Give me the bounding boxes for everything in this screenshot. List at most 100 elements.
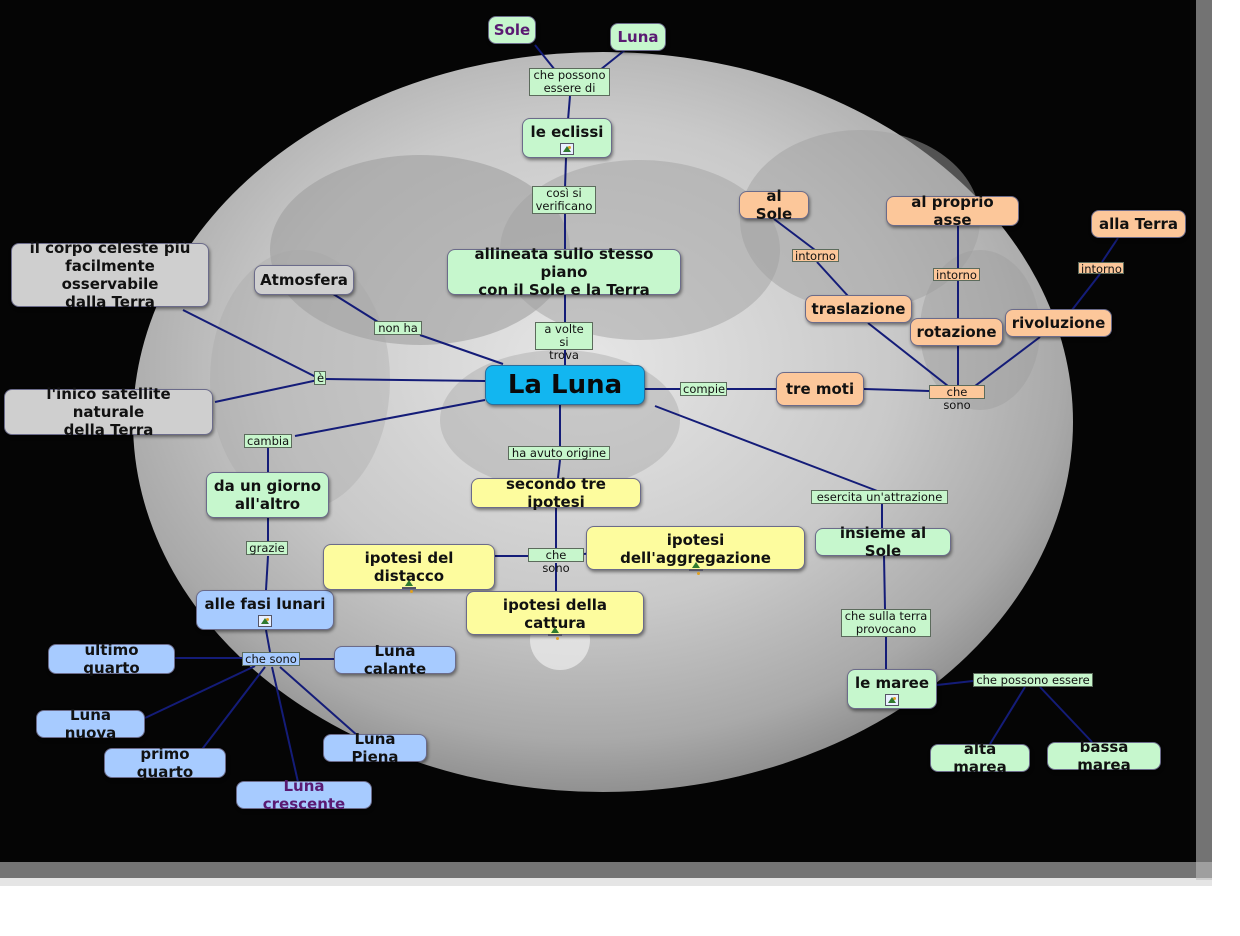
link-label-esercita: esercita un'attrazione	[811, 490, 948, 504]
link-label-che-sono-moti: che sono	[929, 385, 985, 412]
connector-line	[564, 157, 567, 189]
link-label-e: è	[314, 371, 326, 385]
node-atmosfera[interactable]: Atmosfera	[254, 265, 354, 295]
node-alla-terra[interactable]: alla Terra	[1091, 210, 1186, 238]
node-atmosfera-label: Atmosfera	[260, 271, 348, 289]
node-rotazione[interactable]: rotazione	[910, 318, 1003, 346]
image-icon[interactable]	[885, 694, 899, 706]
node-al-sole[interactable]: al Sole	[739, 187, 809, 223]
connector-line	[419, 334, 504, 365]
link-label-intorno-3: intorno	[1078, 262, 1124, 276]
node-bassa-marea[interactable]: bassa marea	[1047, 738, 1161, 774]
node-rivoluzione-label: rivoluzione	[1011, 314, 1106, 332]
node-traslazione[interactable]: traslazione	[805, 295, 912, 323]
link-label-possono-essere: che possono essere di	[529, 68, 610, 96]
node-eclissi-label: le eclissi	[530, 123, 604, 141]
connector-line	[279, 666, 359, 737]
connector-line	[271, 666, 299, 783]
link-label-cosi: così si verificano	[532, 186, 596, 214]
link-label-che-sono-ipotesi: che sono	[528, 548, 584, 575]
node-secondo-ipotesi-label: secondo tre ipotesi	[506, 475, 606, 511]
connector-line	[816, 261, 849, 297]
node-ultimo-quarto[interactable]: ultimo quarto	[48, 641, 175, 677]
node-luna-crescente-label: Luna crescente	[262, 777, 346, 813]
link-label-provocano: che sulla terra provocano	[841, 609, 931, 637]
node-ipotesi-cattura[interactable]: ipotesi della cattura	[466, 591, 644, 640]
connector-line	[867, 322, 949, 387]
image-icon[interactable]	[402, 580, 416, 593]
main-topic-node[interactable]: La Luna	[485, 365, 645, 405]
node-eclissi[interactable]: le eclissi	[522, 118, 612, 158]
image-icon[interactable]	[548, 627, 562, 640]
connector-line	[654, 405, 881, 493]
node-luna-crescente[interactable]: Luna crescente	[236, 777, 372, 813]
node-ipotesi-aggregazione-label: ipotesi dell'aggregazione	[620, 531, 771, 567]
link-label-che-sono-fasi: che sono	[242, 652, 300, 666]
node-luna-piena[interactable]: Luna Piena	[323, 730, 427, 766]
connector-line	[989, 686, 1026, 745]
node-primo-quarto[interactable]: primo quarto	[104, 745, 226, 781]
connector-line	[1039, 686, 1093, 743]
connector-line	[863, 388, 930, 392]
link-label-intorno-2: intorno	[933, 268, 980, 282]
image-icon[interactable]	[688, 562, 703, 575]
connector-line	[199, 666, 266, 753]
node-al-sole-label: al Sole	[755, 187, 793, 223]
node-luna-calante-label: Luna calante	[363, 642, 427, 678]
node-maree[interactable]: le maree	[847, 669, 937, 709]
node-sole[interactable]: Sole	[488, 16, 536, 44]
link-label-compie: compie	[680, 382, 727, 396]
connector-line	[214, 379, 319, 403]
node-ipotesi-distacco[interactable]: ipotesi del distacco	[323, 544, 495, 593]
link-label-intorno-1: intorno	[792, 249, 839, 263]
node-ipotesi-distacco-label: ipotesi del distacco	[364, 549, 454, 585]
node-satellite[interactable]: l'inico satellite naturale della Terra	[4, 385, 213, 439]
node-satellite-label: l'inico satellite naturale della Terra	[46, 385, 171, 439]
link-label-non-ha: non ha	[374, 321, 422, 335]
node-ipotesi-aggregazione[interactable]: ipotesi dell'aggregazione	[586, 526, 805, 575]
connector-line	[599, 49, 626, 71]
connector-line	[557, 459, 561, 479]
connector-line	[773, 218, 816, 251]
node-insieme-sole[interactable]: insieme al Sole	[815, 524, 951, 560]
link-label-a-volte: a volte si trova	[535, 322, 593, 362]
link-label-che-possono-essere: che possono essere	[973, 673, 1093, 687]
connector-line	[1101, 237, 1119, 263]
node-giorno[interactable]: da un giorno all'altro	[206, 472, 329, 518]
node-luna-calante[interactable]: Luna calante	[334, 642, 456, 678]
node-allineata-label: allineata sullo stesso piano con il Sole…	[474, 245, 654, 299]
connector-line	[265, 629, 271, 653]
connector-line	[567, 95, 571, 121]
image-icon[interactable]	[258, 615, 272, 627]
node-sole-label: Sole	[493, 21, 531, 39]
node-al-proprio-asse[interactable]: al proprio asse	[886, 193, 1019, 229]
node-secondo-ipotesi[interactable]: secondo tre ipotesi	[471, 475, 641, 511]
node-insieme-sole-label: insieme al Sole	[839, 524, 927, 560]
node-ipotesi-cattura-label: ipotesi della cattura	[502, 596, 608, 632]
connector-line	[534, 44, 556, 71]
node-ultimo-quarto-label: ultimo quarto	[83, 641, 140, 677]
main-topic-label: La Luna	[507, 370, 623, 400]
link-label-ha-avuto: ha avuto origine	[508, 446, 610, 460]
node-alta-marea[interactable]: alta marea	[930, 740, 1030, 776]
connector-line	[294, 399, 486, 437]
node-fasi-lunari[interactable]: alle fasi lunari	[196, 590, 334, 630]
node-alta-marea-label: alta marea	[953, 740, 1007, 776]
link-label-cambia: cambia	[244, 434, 292, 448]
image-icon[interactable]	[560, 143, 574, 155]
node-traslazione-label: traslazione	[811, 300, 906, 318]
node-corpo-celeste[interactable]: il corpo celeste più facilmente osservab…	[11, 239, 209, 311]
node-tre-moti-label: tre moti	[785, 380, 855, 398]
connector-line	[329, 291, 379, 323]
node-primo-quarto-label: primo quarto	[136, 745, 194, 781]
node-luna-nuova[interactable]: Luna nuova	[36, 706, 145, 742]
connector-line	[883, 555, 886, 610]
node-luna[interactable]: Luna	[610, 23, 666, 51]
node-allineata[interactable]: allineata sullo stesso piano con il Sole…	[447, 245, 681, 299]
node-tre-moti[interactable]: tre moti	[776, 372, 864, 406]
node-bassa-marea-label: bassa marea	[1077, 738, 1131, 774]
connector-line	[265, 555, 269, 591]
node-rivoluzione[interactable]: rivoluzione	[1005, 309, 1112, 337]
